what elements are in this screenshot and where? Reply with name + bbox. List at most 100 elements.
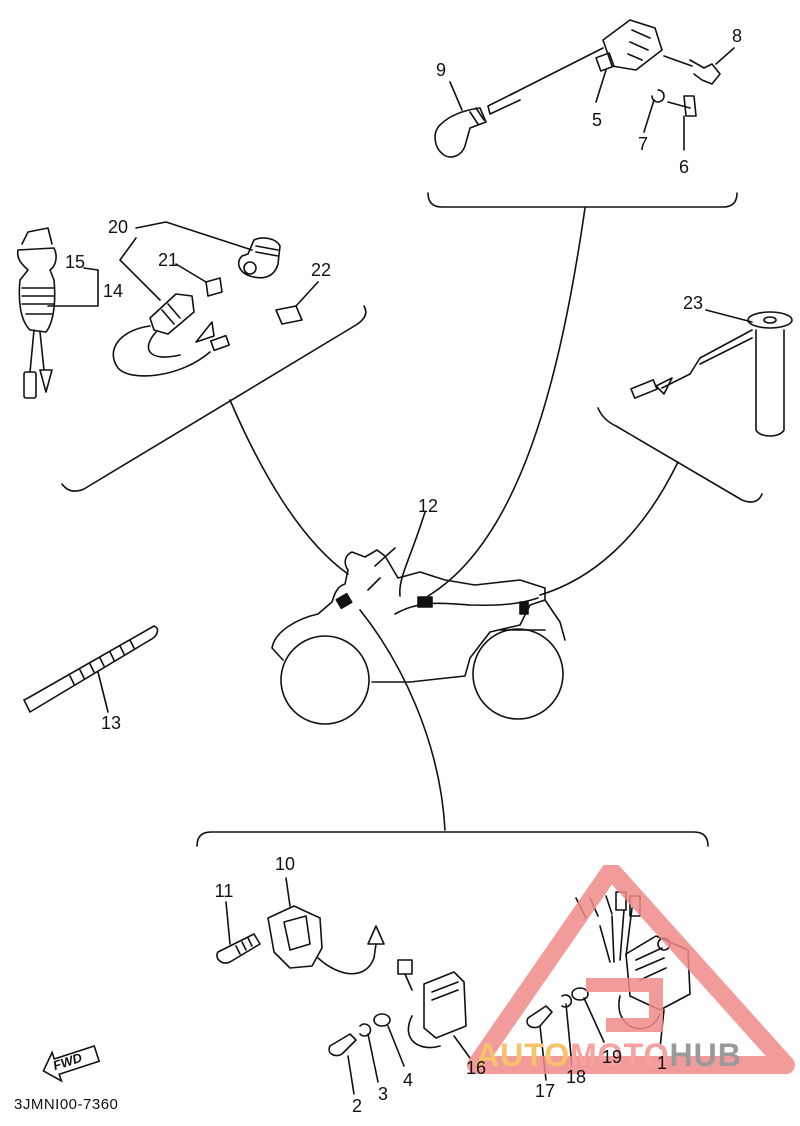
leader-line-11 <box>225 901 231 945</box>
callout-2: 2 <box>351 1096 363 1116</box>
switch-terminal-a <box>23 371 37 399</box>
document-code: 3JMNI00-7360 <box>14 1096 119 1113</box>
fwd-arrow-icon <box>42 1045 101 1083</box>
washer-3 <box>359 1023 372 1037</box>
screw-11 <box>216 933 261 964</box>
callout-22: 22 <box>310 260 332 280</box>
leader-line-22 <box>295 281 319 307</box>
leader-line-10 <box>285 877 291 907</box>
sensor-head-hole <box>763 316 777 324</box>
callout-3: 3 <box>377 1084 389 1104</box>
washer-7 <box>651 89 665 103</box>
leader-12 <box>399 511 426 597</box>
watermark-text-auto: AUTO <box>476 1037 571 1073</box>
watermark-triangle-logo <box>467 865 795 1074</box>
plug-lead <box>509 47 604 96</box>
bracket-top-right <box>427 192 738 208</box>
sensor-head <box>747 311 793 329</box>
leader-line-20a <box>119 237 161 301</box>
elbow-cap-hole <box>243 261 257 275</box>
coil-bolt-8 <box>663 55 721 85</box>
switch-body <box>16 247 57 333</box>
atv-handlebar <box>367 547 396 591</box>
callout-16: 16 <box>465 1058 487 1078</box>
callout-7: 7 <box>637 134 649 154</box>
elbow-cap <box>237 237 281 279</box>
leader-line-21 <box>175 263 207 283</box>
sensor-terminal <box>630 379 658 399</box>
coil-bolt-6 <box>667 95 697 117</box>
callout-18: 18 <box>565 1067 587 1087</box>
cdi-body <box>423 971 467 1039</box>
callout-17: 17 <box>534 1081 556 1101</box>
lead-terminal-a <box>195 321 215 343</box>
bolt-2 <box>328 1033 357 1057</box>
cdi-fins <box>431 981 459 1001</box>
watermark-text: AUTOMOTOHUB <box>476 1037 742 1074</box>
watermark-text-hub: HUB <box>669 1037 742 1073</box>
bracket-bottom <box>196 831 709 847</box>
pickup-lead-tip <box>367 925 385 945</box>
neutral-switch-lead2 <box>147 331 181 358</box>
coil-terminal <box>595 52 615 72</box>
grommet-21 <box>205 277 223 297</box>
leader-line-8 <box>715 47 735 65</box>
cdi-lead <box>407 1015 441 1049</box>
callout-21: 21 <box>157 250 179 270</box>
washer-19 <box>571 987 589 1001</box>
pickup-coil-window <box>283 915 311 951</box>
main-switch-group <box>16 227 99 399</box>
screw-11-thread <box>235 937 253 955</box>
bracket-left <box>61 305 367 492</box>
callout-23: 23 <box>682 293 704 313</box>
switch-ribs <box>21 287 55 315</box>
leader-line-18 <box>565 1003 573 1067</box>
plug-cap-ribs <box>469 107 485 125</box>
callout-12: 12 <box>417 496 439 516</box>
leader-line-4 <box>387 1025 405 1067</box>
switch-wires <box>29 329 45 373</box>
atv-connector-block <box>417 596 433 608</box>
cdi-group <box>328 959 471 1095</box>
callout-8: 8 <box>731 26 743 46</box>
leader-line-3 <box>367 1033 379 1083</box>
elbow-cap-ribs <box>255 245 279 257</box>
neutral-switch-ribs <box>161 303 181 325</box>
cable-band-teeth <box>69 639 135 685</box>
neutral-switch-body <box>149 293 195 335</box>
callout-20: 20 <box>107 217 129 237</box>
callout-19: 19 <box>601 1047 623 1067</box>
sensor-lead <box>661 329 753 389</box>
leader-left <box>229 399 349 575</box>
cable-band-group <box>23 625 159 713</box>
label-22 <box>275 305 303 325</box>
callout-15: 15 <box>64 252 86 272</box>
callout-1: 1 <box>656 1053 668 1073</box>
leader-line-5 <box>595 69 607 103</box>
callout-14: 14 <box>102 281 124 301</box>
washer-4 <box>373 1013 391 1027</box>
callout-10: 10 <box>274 854 296 874</box>
atv-vehicle <box>271 547 566 725</box>
bracket-right <box>597 407 763 503</box>
atv-coil-block <box>335 592 353 610</box>
leader-line-15 <box>83 267 99 271</box>
leader-top <box>427 207 586 597</box>
coil-fins <box>627 29 651 61</box>
plug-cap <box>434 107 487 158</box>
leader-bottom <box>359 609 446 831</box>
callout-9: 9 <box>435 60 447 80</box>
atv-body <box>271 549 566 683</box>
atv-front-wheel <box>280 635 370 725</box>
neutral-switch-group <box>112 221 319 377</box>
atv-cdi-block <box>519 601 529 615</box>
pickup-coil-group <box>216 877 385 975</box>
callout-6: 6 <box>678 157 690 177</box>
callout-4: 4 <box>402 1070 414 1090</box>
leader-line-14 <box>47 269 99 307</box>
sensor-terminal-tip <box>655 377 673 395</box>
callout-13: 13 <box>100 713 122 733</box>
atv-rear-wheel <box>472 628 564 720</box>
leader-line-2 <box>347 1055 355 1095</box>
cdi-connector-wire <box>404 973 413 991</box>
